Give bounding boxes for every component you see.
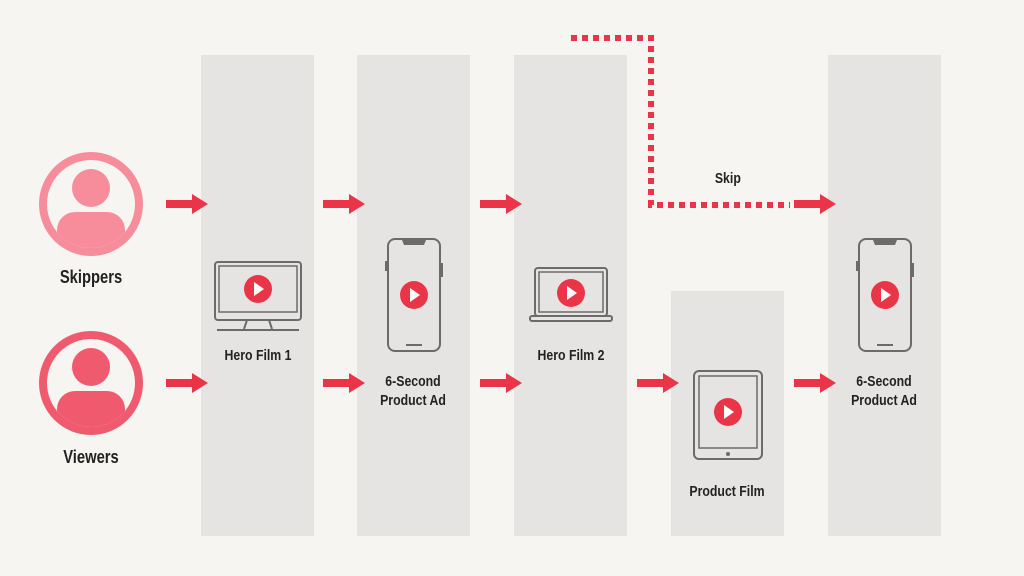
smartphone-icon [385,238,443,352]
stage-label-product-ad-2: 6-Second Product Ad [851,373,917,409]
play-button-icon [244,275,272,303]
viewers-label: Viewers [63,447,119,467]
play-button-icon [557,279,585,307]
skippers-user-icon [39,152,143,256]
stage-label-product-ad-1: 6-Second Product Ad [380,373,446,409]
tablet-icon [693,370,763,460]
stage-label-product-film: Product Film [689,483,765,500]
skip-label: Skip [714,170,741,187]
viewers-user-icon [39,331,143,435]
stage-label-hero-film-2: Hero Film 2 [537,347,605,364]
play-button-icon [714,398,742,426]
smartphone-icon [856,238,914,352]
desktop-monitor-icon [214,261,302,331]
stage-label-hero-film-1: Hero Film 1 [224,347,292,364]
laptop-icon [529,267,613,322]
play-button-icon [400,281,428,309]
skippers-label: Skippers [59,267,123,287]
play-button-icon [871,281,899,309]
